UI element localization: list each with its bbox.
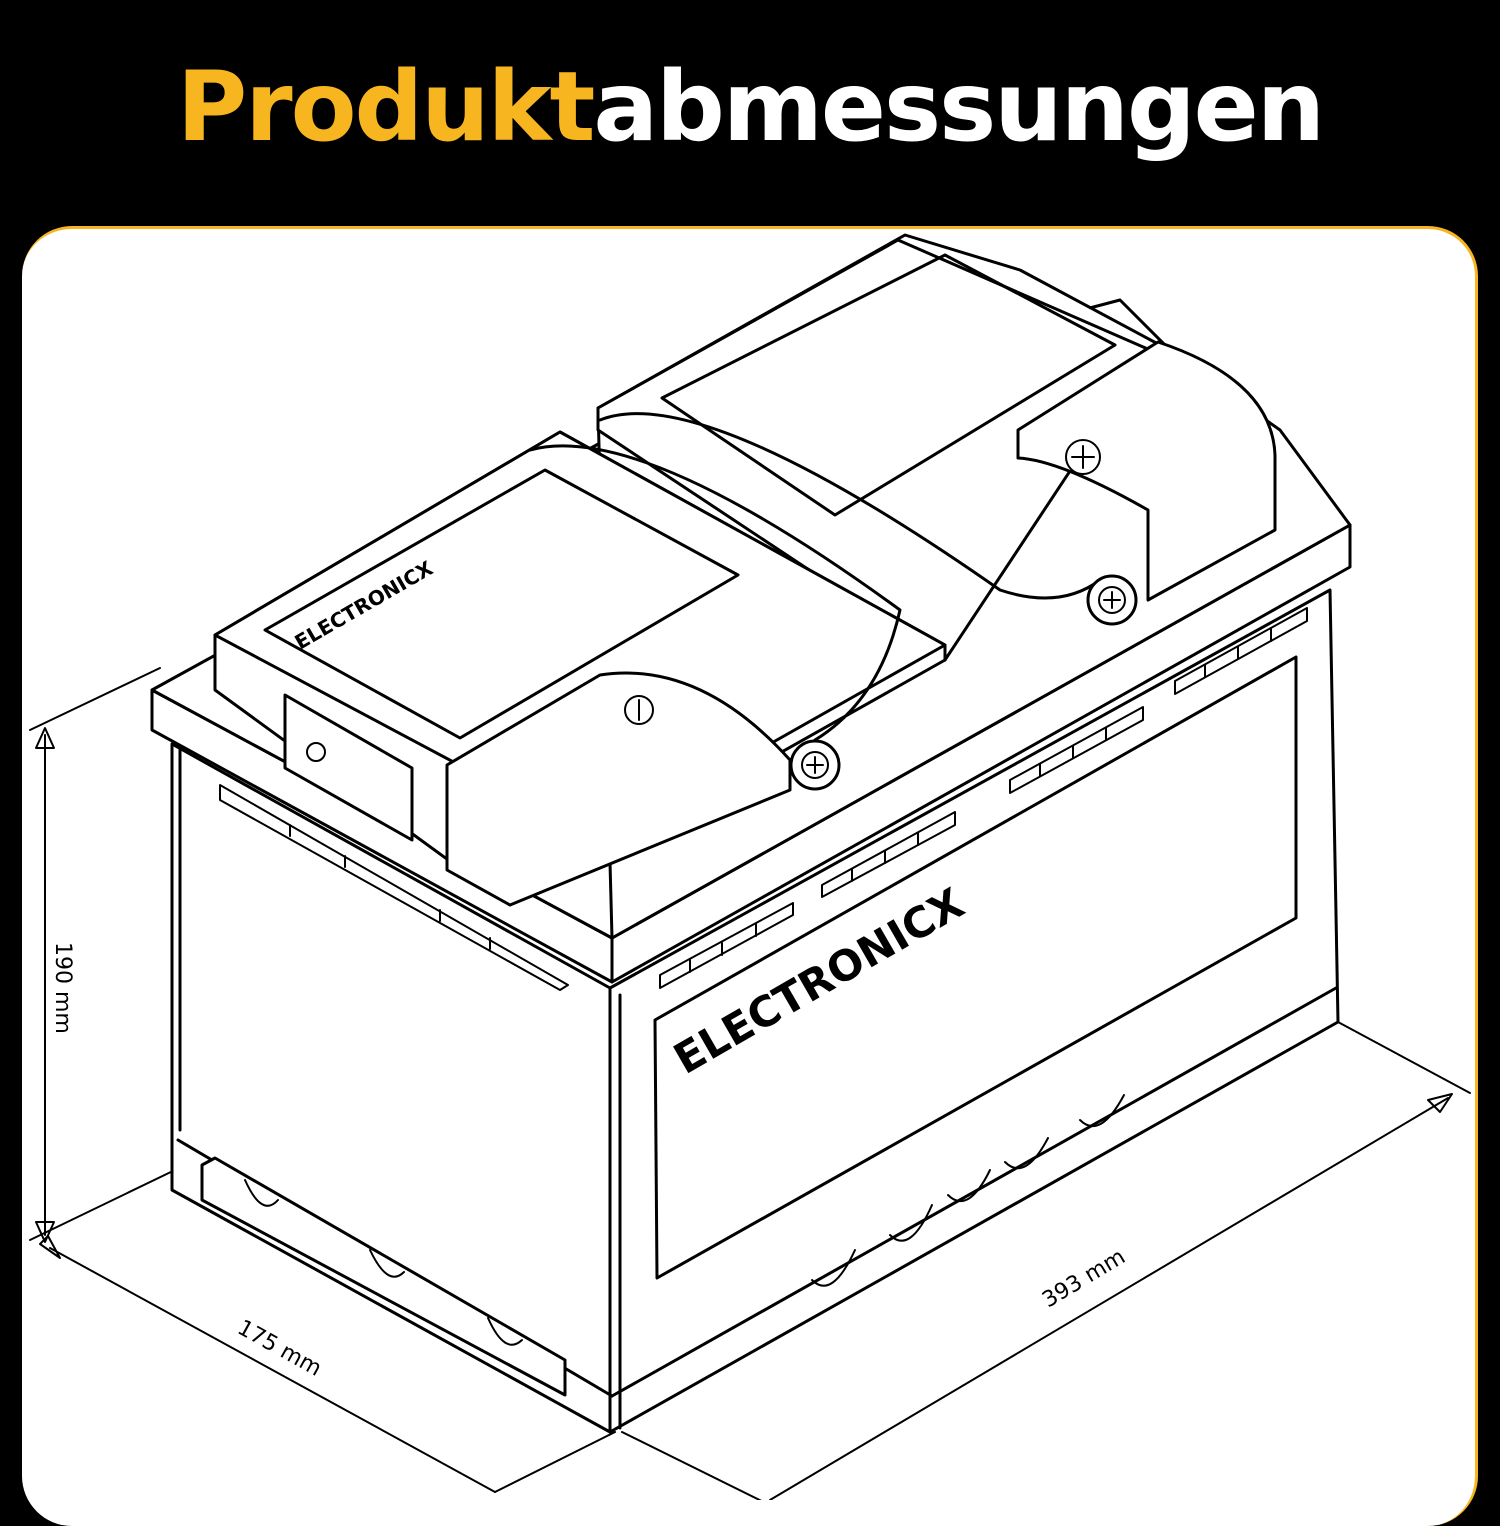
front-cover-panel: [263, 468, 740, 740]
front-base-notches: [811, 1094, 1125, 1287]
height-extension-top: [29, 667, 161, 731]
rear-cover-panel: [660, 253, 1117, 517]
height-label: 190 mm: [50, 942, 75, 1034]
length-extension-left: [621, 1431, 762, 1500]
handle-strap-rear: [598, 412, 1102, 600]
length-label: 393 mm: [1038, 1244, 1130, 1313]
rear-cover-top: [596, 238, 1152, 662]
depth-arrow-left: [39, 1235, 61, 1259]
depth-extension-right: [494, 1431, 616, 1493]
page-title-rest: abmessungen: [593, 50, 1325, 163]
depth-label: 175 mm: [233, 1315, 325, 1381]
side-rail: [219, 784, 569, 991]
header: Produktabmessungen: [0, 0, 1500, 225]
base-rim-front: [610, 986, 1338, 1398]
side-vent-rail: [219, 784, 569, 991]
length-dimension-line: [769, 1097, 1449, 1500]
length-extension-right: [1337, 1021, 1471, 1094]
battery-front-face: [608, 588, 1340, 1434]
clamp-notch-1: [244, 1179, 279, 1207]
clamp-rail: [200, 1156, 567, 1397]
length-arrow-right: [1427, 1093, 1453, 1113]
positive-terminal-cap: [1016, 340, 1277, 602]
lid-structures: [213, 233, 1352, 940]
clamp-notch-3: [487, 1317, 523, 1346]
vent-blocks: [659, 607, 1308, 989]
height-arrow-bottom: [35, 1221, 55, 1243]
page-title: Produktabmessungen: [176, 50, 1325, 163]
depth-dimension-line: [49, 1247, 496, 1493]
clamp-notch-2: [369, 1249, 405, 1278]
vent-plug-block: [283, 693, 414, 842]
vent-block-3: [1009, 706, 1144, 794]
dimension-lines: [29, 667, 1471, 1500]
vent-hole: [306, 742, 326, 762]
vent-block-4: [1174, 607, 1308, 695]
height-arrow-top: [35, 727, 55, 749]
height-extension-bottom: [29, 1169, 176, 1241]
base-clamp-rail: [200, 1156, 567, 1397]
handle-strap-front: [528, 444, 902, 742]
terminal-symbols: [624, 439, 1101, 725]
vent-block-2: [821, 811, 956, 898]
front-label-panel: [653, 655, 1298, 1280]
page-title-accent: Produkt: [176, 50, 595, 163]
terminal-posts: [789, 574, 1138, 791]
negative-symbol-icon: [624, 695, 654, 725]
positive-symbol-icon: [1065, 439, 1101, 475]
vent-block-1: [659, 902, 794, 989]
